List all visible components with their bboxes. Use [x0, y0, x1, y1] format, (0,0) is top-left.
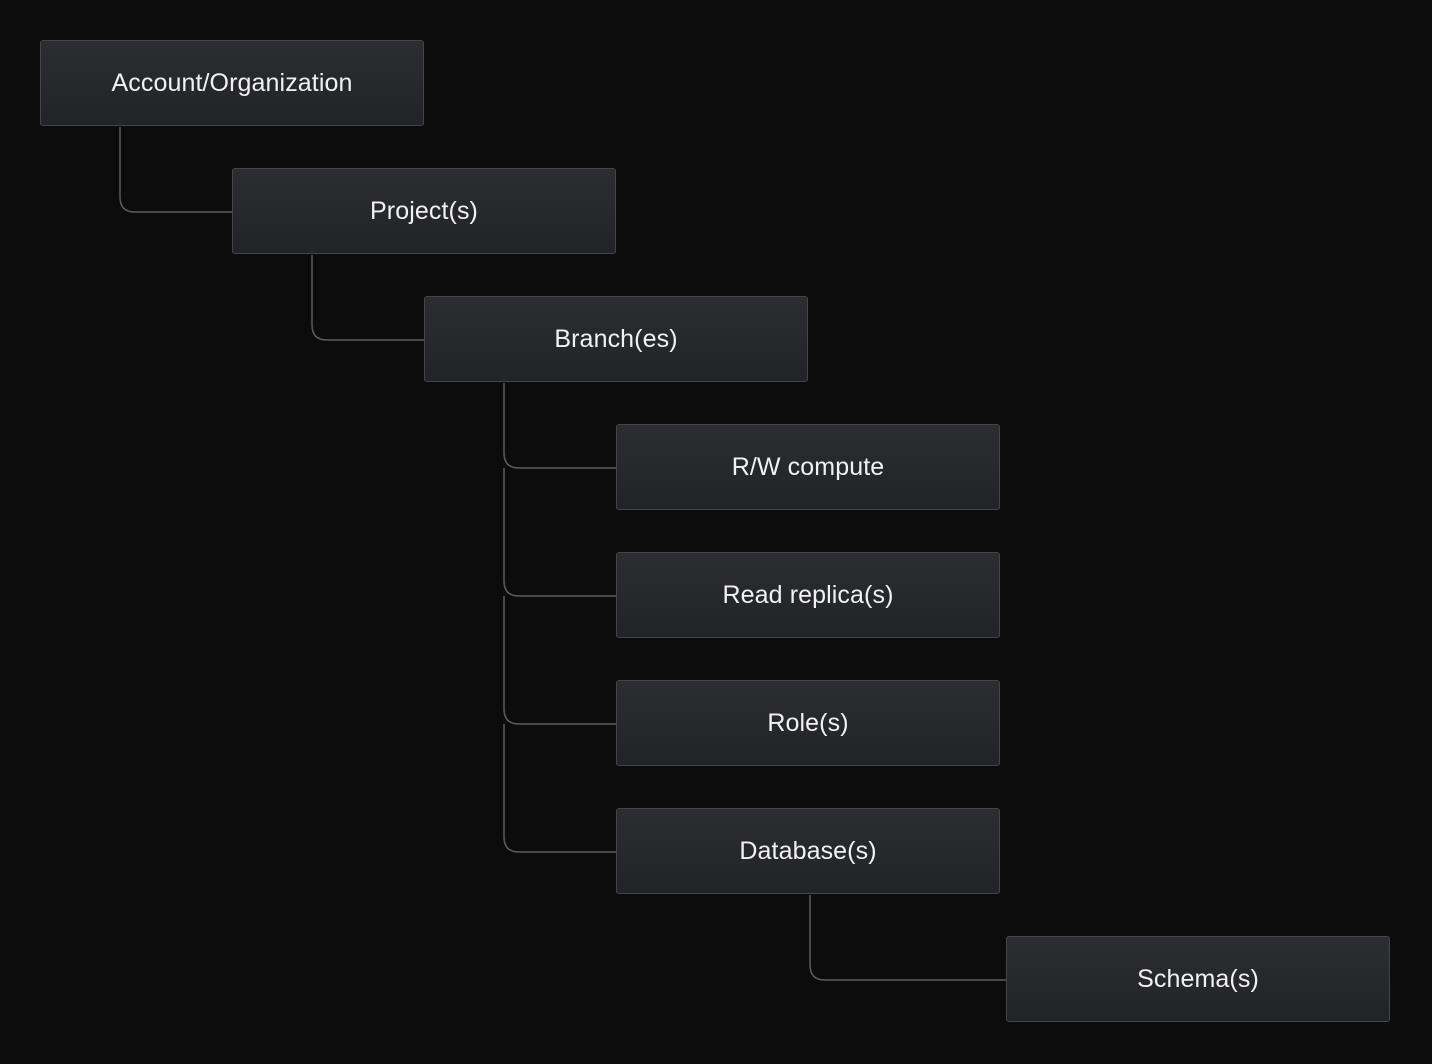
node-label: Project(s) [370, 196, 478, 225]
node-rw-compute: R/W compute [616, 424, 1000, 510]
edge-branch-database [503, 724, 616, 853]
node-branches: Branch(es) [424, 296, 808, 382]
node-label: Branch(es) [554, 324, 678, 353]
node-label: Database(s) [739, 836, 877, 865]
edge-project-branch [311, 255, 424, 341]
node-label: Role(s) [767, 708, 849, 737]
edge-branch-compute [503, 383, 616, 469]
node-databases: Database(s) [616, 808, 1000, 894]
node-label: R/W compute [731, 452, 885, 481]
node-schemas: Schema(s) [1006, 936, 1390, 1022]
edge-account-project [119, 127, 232, 213]
node-account-organization: Account/Organization [40, 40, 424, 126]
node-label: Schema(s) [1137, 964, 1259, 993]
edge-branch-role [503, 596, 616, 725]
node-projects: Project(s) [232, 168, 616, 254]
node-roles: Role(s) [616, 680, 1000, 766]
node-read-replicas: Read replica(s) [616, 552, 1000, 638]
node-label: Read replica(s) [722, 580, 894, 609]
node-label: Account/Organization [111, 68, 353, 97]
edge-branch-replica [503, 468, 616, 597]
edge-database-schema [809, 895, 1006, 981]
